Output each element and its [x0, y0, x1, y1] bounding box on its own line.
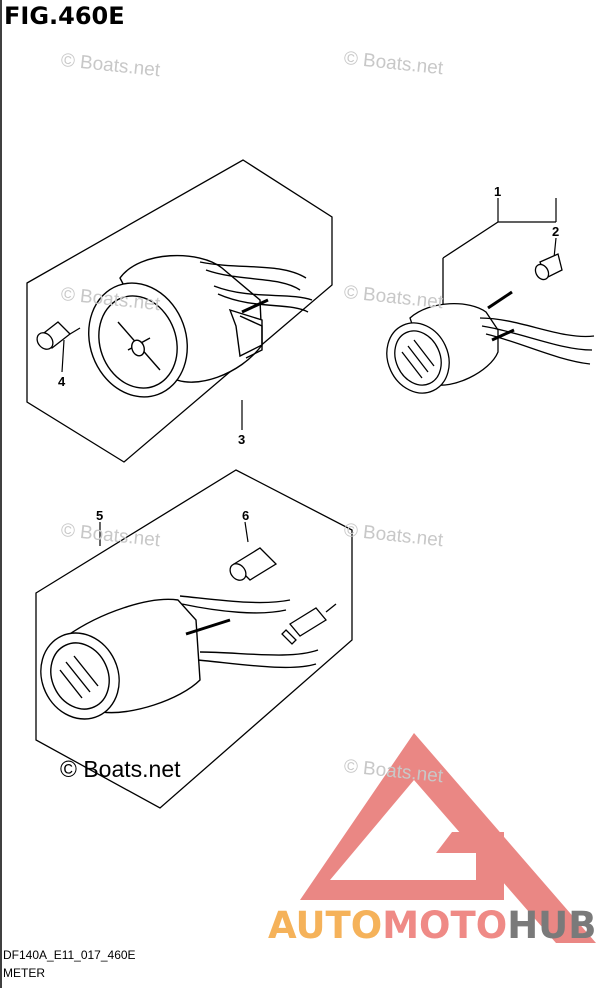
- leader-lines: [61, 198, 557, 546]
- watermark-copyright: © Boats.net: [60, 756, 181, 782]
- bulb-part-4: [36, 321, 81, 350]
- automotohub-wordmark: AUTOMOTOHUB: [268, 904, 596, 947]
- bulb-socket: [281, 603, 337, 645]
- callout-4: 4: [58, 374, 66, 389]
- small-meter-part-1: [386, 290, 595, 394]
- callout-1: 1: [494, 184, 502, 199]
- callout-6: 6: [242, 508, 250, 523]
- meter-part-5: [40, 595, 319, 720]
- automotohub-logo-mark: [300, 733, 596, 943]
- bulb-part-6: [229, 547, 278, 581]
- figure-title: FIG.460E: [4, 2, 125, 30]
- figure-code: DF140A_E11_017_460E: [3, 948, 136, 962]
- bulb-part-2: [534, 253, 563, 281]
- figure-name: METER: [3, 966, 45, 980]
- brand-moto: MOTO: [382, 904, 508, 947]
- callout-5: 5: [96, 508, 104, 523]
- brand-hub: HUB: [507, 904, 597, 947]
- brand-auto: AUTO: [268, 904, 383, 947]
- group-1-outline: [442, 221, 556, 259]
- group-5-outline: [35, 469, 353, 809]
- large-meter-part-3: [88, 254, 313, 398]
- callout-3: 3: [238, 432, 246, 447]
- group-3-outline: [26, 159, 333, 463]
- callout-2: 2: [552, 224, 560, 239]
